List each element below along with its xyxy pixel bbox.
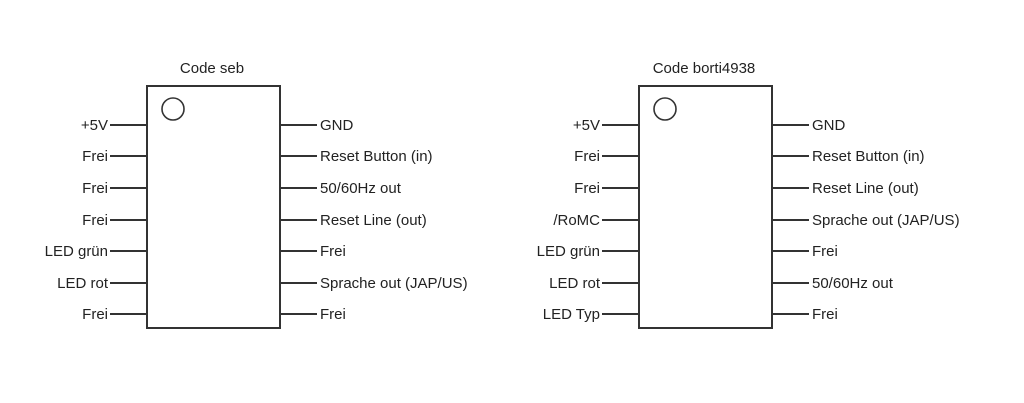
pin-label-right: Frei	[320, 306, 346, 323]
pin-label-left: Frei	[82, 212, 108, 229]
pin-label-left: LED rot	[549, 275, 601, 292]
pin-label-right: Reset Line (out)	[320, 212, 427, 229]
pin-label-left: +5V	[573, 117, 600, 134]
pin-label-left: LED grün	[45, 243, 108, 260]
pin-label-left: Frei	[82, 148, 108, 165]
chip-body	[638, 85, 773, 329]
pin-label-left: LED Typ	[543, 306, 600, 323]
pin-label-left: Frei	[574, 148, 600, 165]
pin-label-left: LED rot	[57, 275, 109, 292]
pin-label-left: Frei	[82, 180, 108, 197]
pin-label-right: 50/60Hz out	[812, 275, 894, 292]
pin-label-right: Frei	[812, 243, 838, 260]
pin-label-right: Sprache out (JAP/US)	[320, 275, 468, 292]
chip-title: Code borti4938	[653, 60, 756, 77]
pin1-marker-icon	[653, 97, 677, 121]
pin-label-left: /RoMC	[553, 212, 600, 229]
pin-label-right: Frei	[320, 243, 346, 260]
pin-label-right: Reset Button (in)	[320, 148, 433, 165]
pin-label-right: Reset Line (out)	[812, 180, 919, 197]
pin-label-left: LED grün	[537, 243, 600, 260]
pin-label-right: Frei	[812, 306, 838, 323]
pin-label-left: Frei	[574, 180, 600, 197]
pin-label-right: Sprache out (JAP/US)	[812, 212, 960, 229]
pin-label-left: +5V	[81, 117, 108, 134]
pin-label-left: Frei	[82, 306, 108, 323]
chip-title: Code seb	[180, 60, 244, 77]
pin-label-right: GND	[320, 117, 354, 134]
pin-label-right: Reset Button (in)	[812, 148, 925, 165]
pin1-marker-icon	[161, 97, 185, 121]
right-pins: GND Reset Button (in) Reset Line (out) Spra…	[772, 117, 960, 323]
chip-body	[146, 85, 281, 329]
pin-label-right: 50/60Hz out	[320, 180, 402, 197]
pin-label-right: GND	[812, 117, 846, 134]
